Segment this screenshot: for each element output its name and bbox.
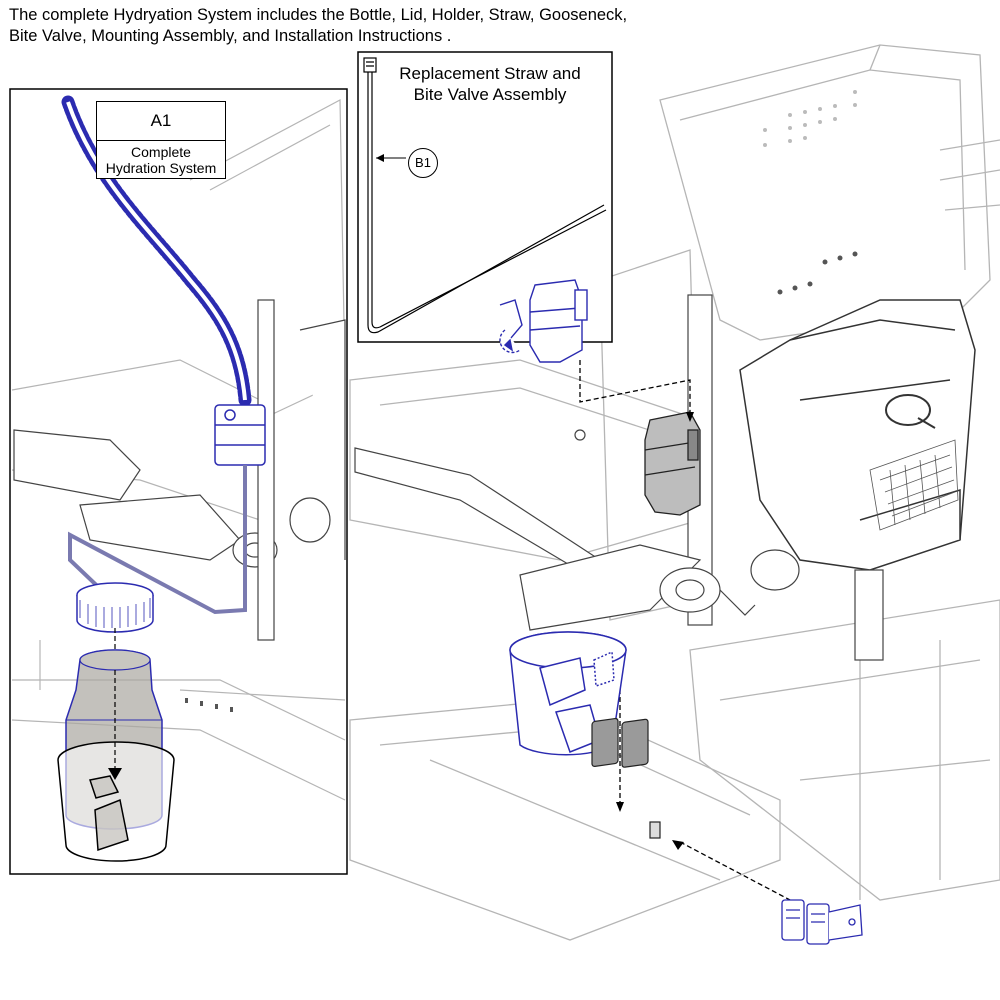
seat-motor-housing: [739, 299, 976, 571]
quantum-logo-emblem: [885, 394, 936, 429]
figure-caption: The complete Hydryation System includes …: [9, 5, 769, 47]
installed-rail-brackets: [591, 717, 661, 839]
mesh-panel: [869, 439, 959, 531]
caption-line-1: The complete Hydryation System includes …: [9, 6, 628, 24]
bottle-lid: [76, 582, 154, 633]
a1-assembly-arrow: [108, 768, 122, 780]
a1-rail-markings: [185, 698, 233, 712]
caption-line-2: Bite Valve, Mounting Assembly, and Insta…: [9, 27, 452, 45]
blue-mounting-clamp: [499, 279, 588, 363]
a1-armrest: [13, 299, 346, 641]
replacement-straw: [363, 57, 607, 334]
a1-cup-holder: [57, 741, 175, 862]
label-a1-description-line-2: Hydration System: [105, 160, 217, 176]
wheelchair-seat-assembly: [349, 44, 1000, 941]
main-arrow-cup: [616, 802, 624, 812]
label-a1-description-line-1: Complete: [131, 144, 191, 160]
main-arrow-clamp: [686, 412, 694, 422]
label-b1-title-line-2: Bite Valve Assembly: [413, 85, 567, 104]
main-arrow-bracket: [672, 840, 684, 850]
label-b1-title: Replacement Straw and Bite Valve Assembl…: [384, 63, 596, 105]
backrest-holes: [763, 90, 858, 295]
callout-b1: B1: [408, 148, 438, 178]
label-a1-description: Complete Hydration System: [97, 141, 225, 176]
blue-rail-brackets: [781, 899, 863, 945]
b1-leader-arrow: [376, 154, 384, 162]
label-a1: A1 Complete Hydration System: [96, 101, 226, 179]
mount-hole: [574, 429, 586, 441]
installed-mounting-clamp: [644, 411, 701, 516]
label-a1-code: A1: [97, 102, 225, 141]
label-b1-title-line-1: Replacement Straw and: [399, 64, 581, 83]
a1-straw-holder: [214, 404, 266, 466]
main-armrest: [354, 447, 800, 631]
